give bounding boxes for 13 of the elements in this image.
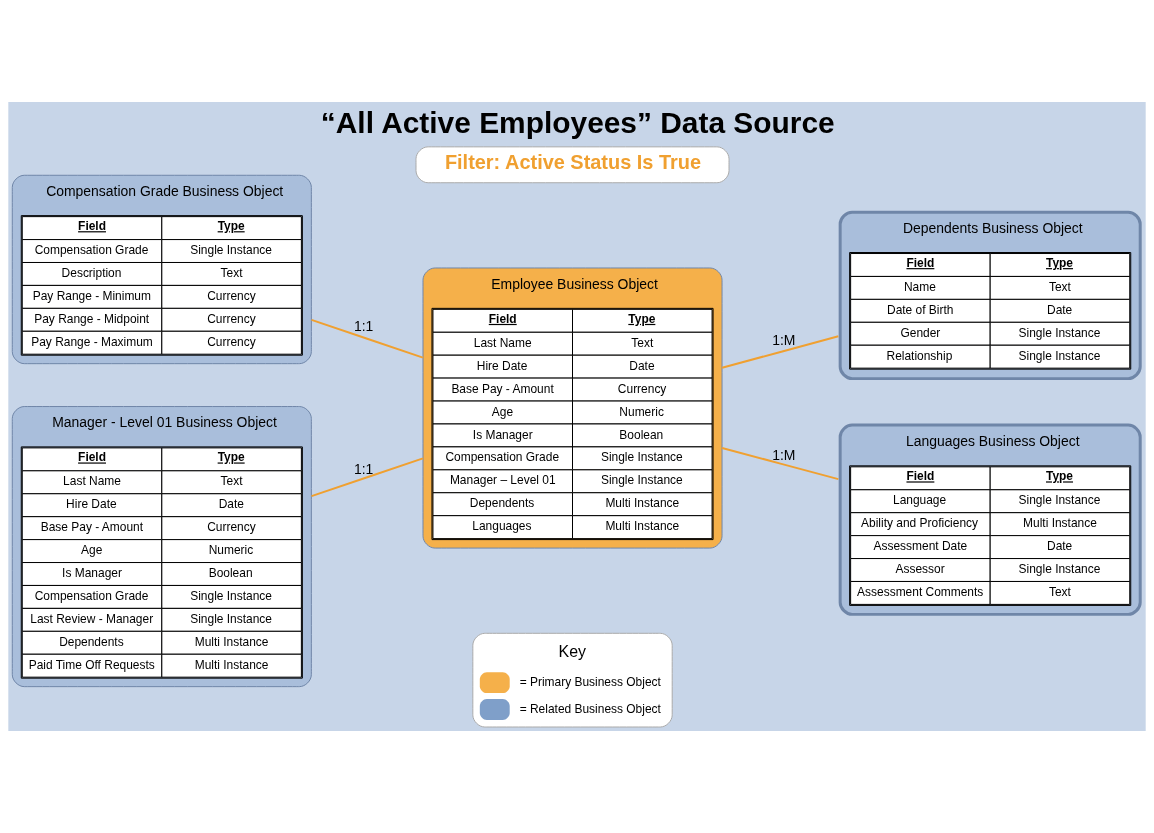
node-box: Filter: Active Status Is True bbox=[415, 146, 730, 184]
diagram-title: “All Active Employees” Data Source bbox=[320, 105, 835, 139]
edge-label: 1:M bbox=[772, 447, 796, 464]
edge-label: 1:1 bbox=[353, 318, 374, 335]
legend-label: = Related Business Object bbox=[519, 701, 661, 716]
legend-label: = Primary Business Object bbox=[519, 674, 661, 689]
edge-label: 1:1 bbox=[353, 461, 374, 478]
connector bbox=[721, 446, 840, 481]
label: Key bbox=[558, 643, 587, 661]
connector bbox=[310, 318, 424, 359]
connector bbox=[310, 457, 424, 498]
edge-label: 1:M bbox=[772, 332, 796, 349]
connector bbox=[721, 335, 840, 369]
